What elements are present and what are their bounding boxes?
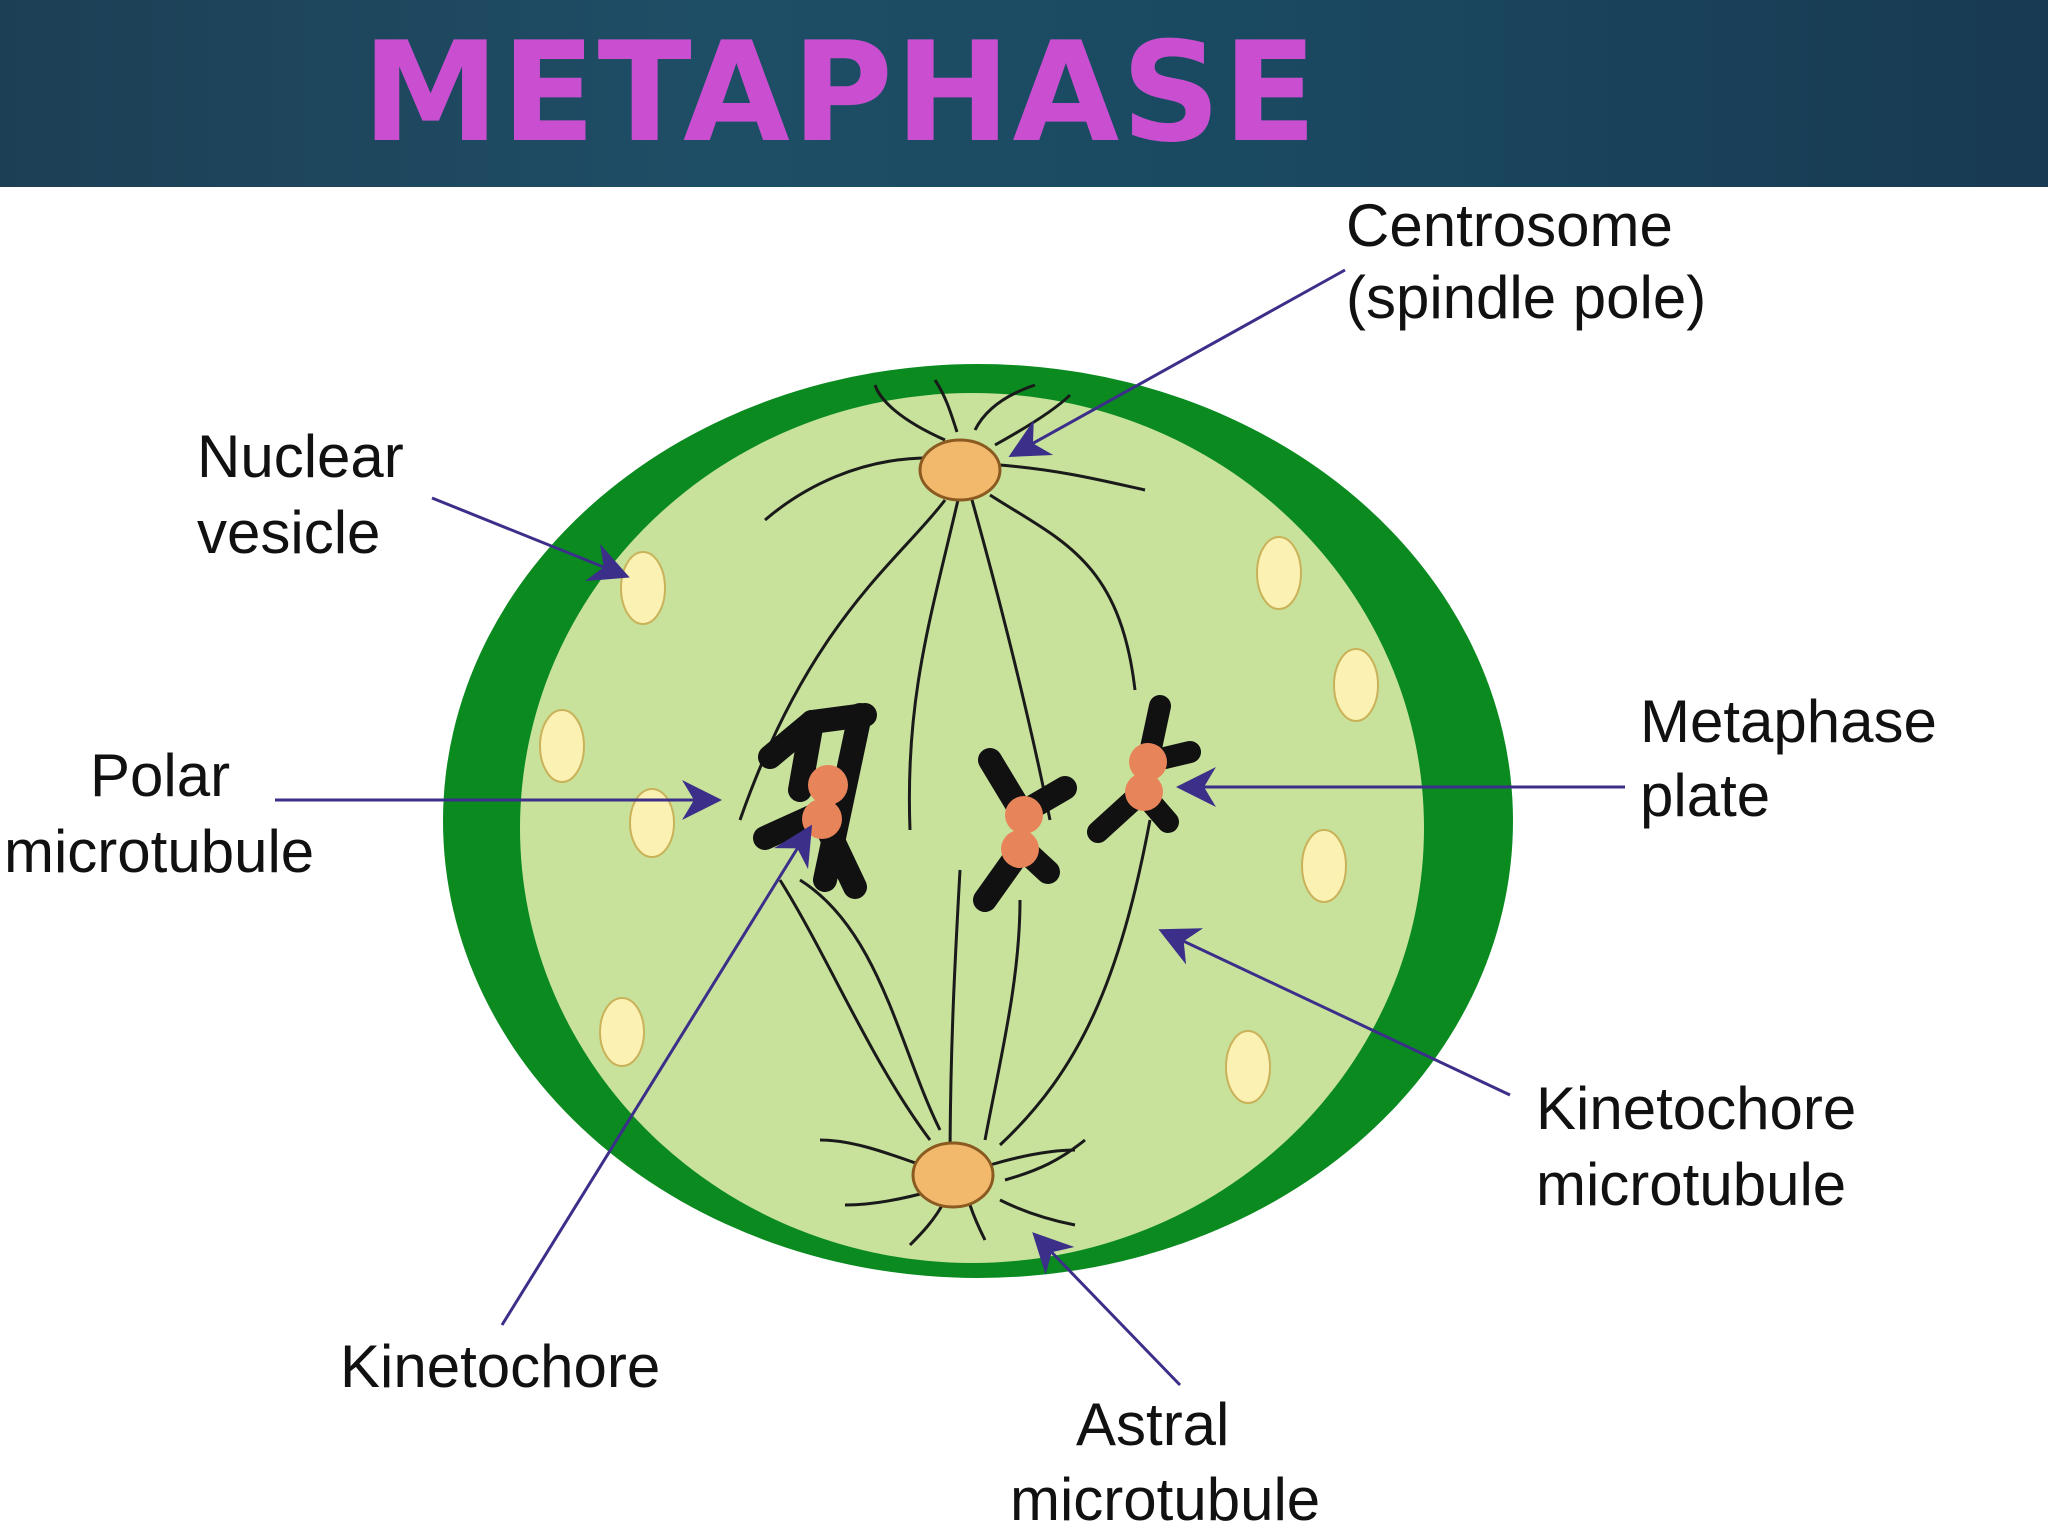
label-line: plate	[1640, 762, 1770, 829]
label-arrows	[275, 268, 1625, 1387]
vesicle	[1301, 829, 1347, 903]
label-line: Nuclear	[197, 423, 404, 490]
kinetochore	[1125, 773, 1163, 811]
title-banner: METAPHASE	[0, 0, 2048, 187]
label-line: vesicle	[197, 499, 380, 566]
centrosome-bottom	[911, 1141, 995, 1209]
vesicle	[1333, 648, 1379, 722]
label-line: microtubule	[4, 818, 314, 885]
label-nuclear-vesicle: Nuclear vesicle	[197, 423, 420, 566]
astral-microtubule-arrow	[1032, 1232, 1182, 1387]
chromosome-middle	[973, 748, 1077, 912]
vesicle	[620, 551, 666, 625]
slide-title: METAPHASE	[362, 12, 1319, 173]
label-line: Kinetochore	[340, 1333, 660, 1400]
label-astral-microtubule: Astral microtubule	[1010, 1391, 1320, 1533]
kinetochore	[1001, 830, 1039, 868]
chromosome-right	[1087, 695, 1201, 843]
label-kinetochore-microtubule: Kinetochore microtubule	[1536, 1075, 1873, 1218]
centrosome-top	[918, 438, 1002, 502]
kinetochore	[1005, 796, 1043, 834]
nuclear-vesicles	[539, 536, 1379, 1104]
nuclear-vesicle-arrow	[431, 496, 630, 582]
kinetochore	[808, 765, 848, 805]
label-metaphase-plate: Metaphase plate	[1640, 688, 1954, 829]
kinetochore	[1129, 743, 1167, 781]
vesicle	[629, 788, 675, 858]
cytoplasm	[520, 393, 1424, 1263]
kinetochore-microtubule-arrow	[1158, 928, 1511, 1097]
cell	[443, 364, 1513, 1278]
label-kinetochore: Kinetochore	[340, 1333, 660, 1400]
label-line: (spindle pole)	[1346, 264, 1706, 331]
label-line: microtubule	[1536, 1151, 1846, 1218]
vesicle	[539, 709, 585, 783]
vesicle	[1225, 1030, 1271, 1104]
centrosome-arrow	[1008, 268, 1346, 457]
label-line: Metaphase	[1640, 688, 1937, 755]
label-line: microtubule	[1010, 1466, 1320, 1533]
kinetochore-arrow	[500, 824, 813, 1326]
chromosome-left	[753, 703, 877, 899]
label-line: Astral	[1076, 1391, 1229, 1458]
vesicle	[1256, 536, 1302, 610]
vesicle	[599, 997, 645, 1067]
label-centrosome: Centrosome (spindle pole)	[1346, 192, 1706, 331]
label-line: Kinetochore	[1536, 1075, 1856, 1142]
label-polar-microtubule: Polar microtubule	[4, 742, 314, 885]
label-line: Polar	[90, 742, 230, 809]
label-line: Centrosome	[1346, 192, 1673, 259]
